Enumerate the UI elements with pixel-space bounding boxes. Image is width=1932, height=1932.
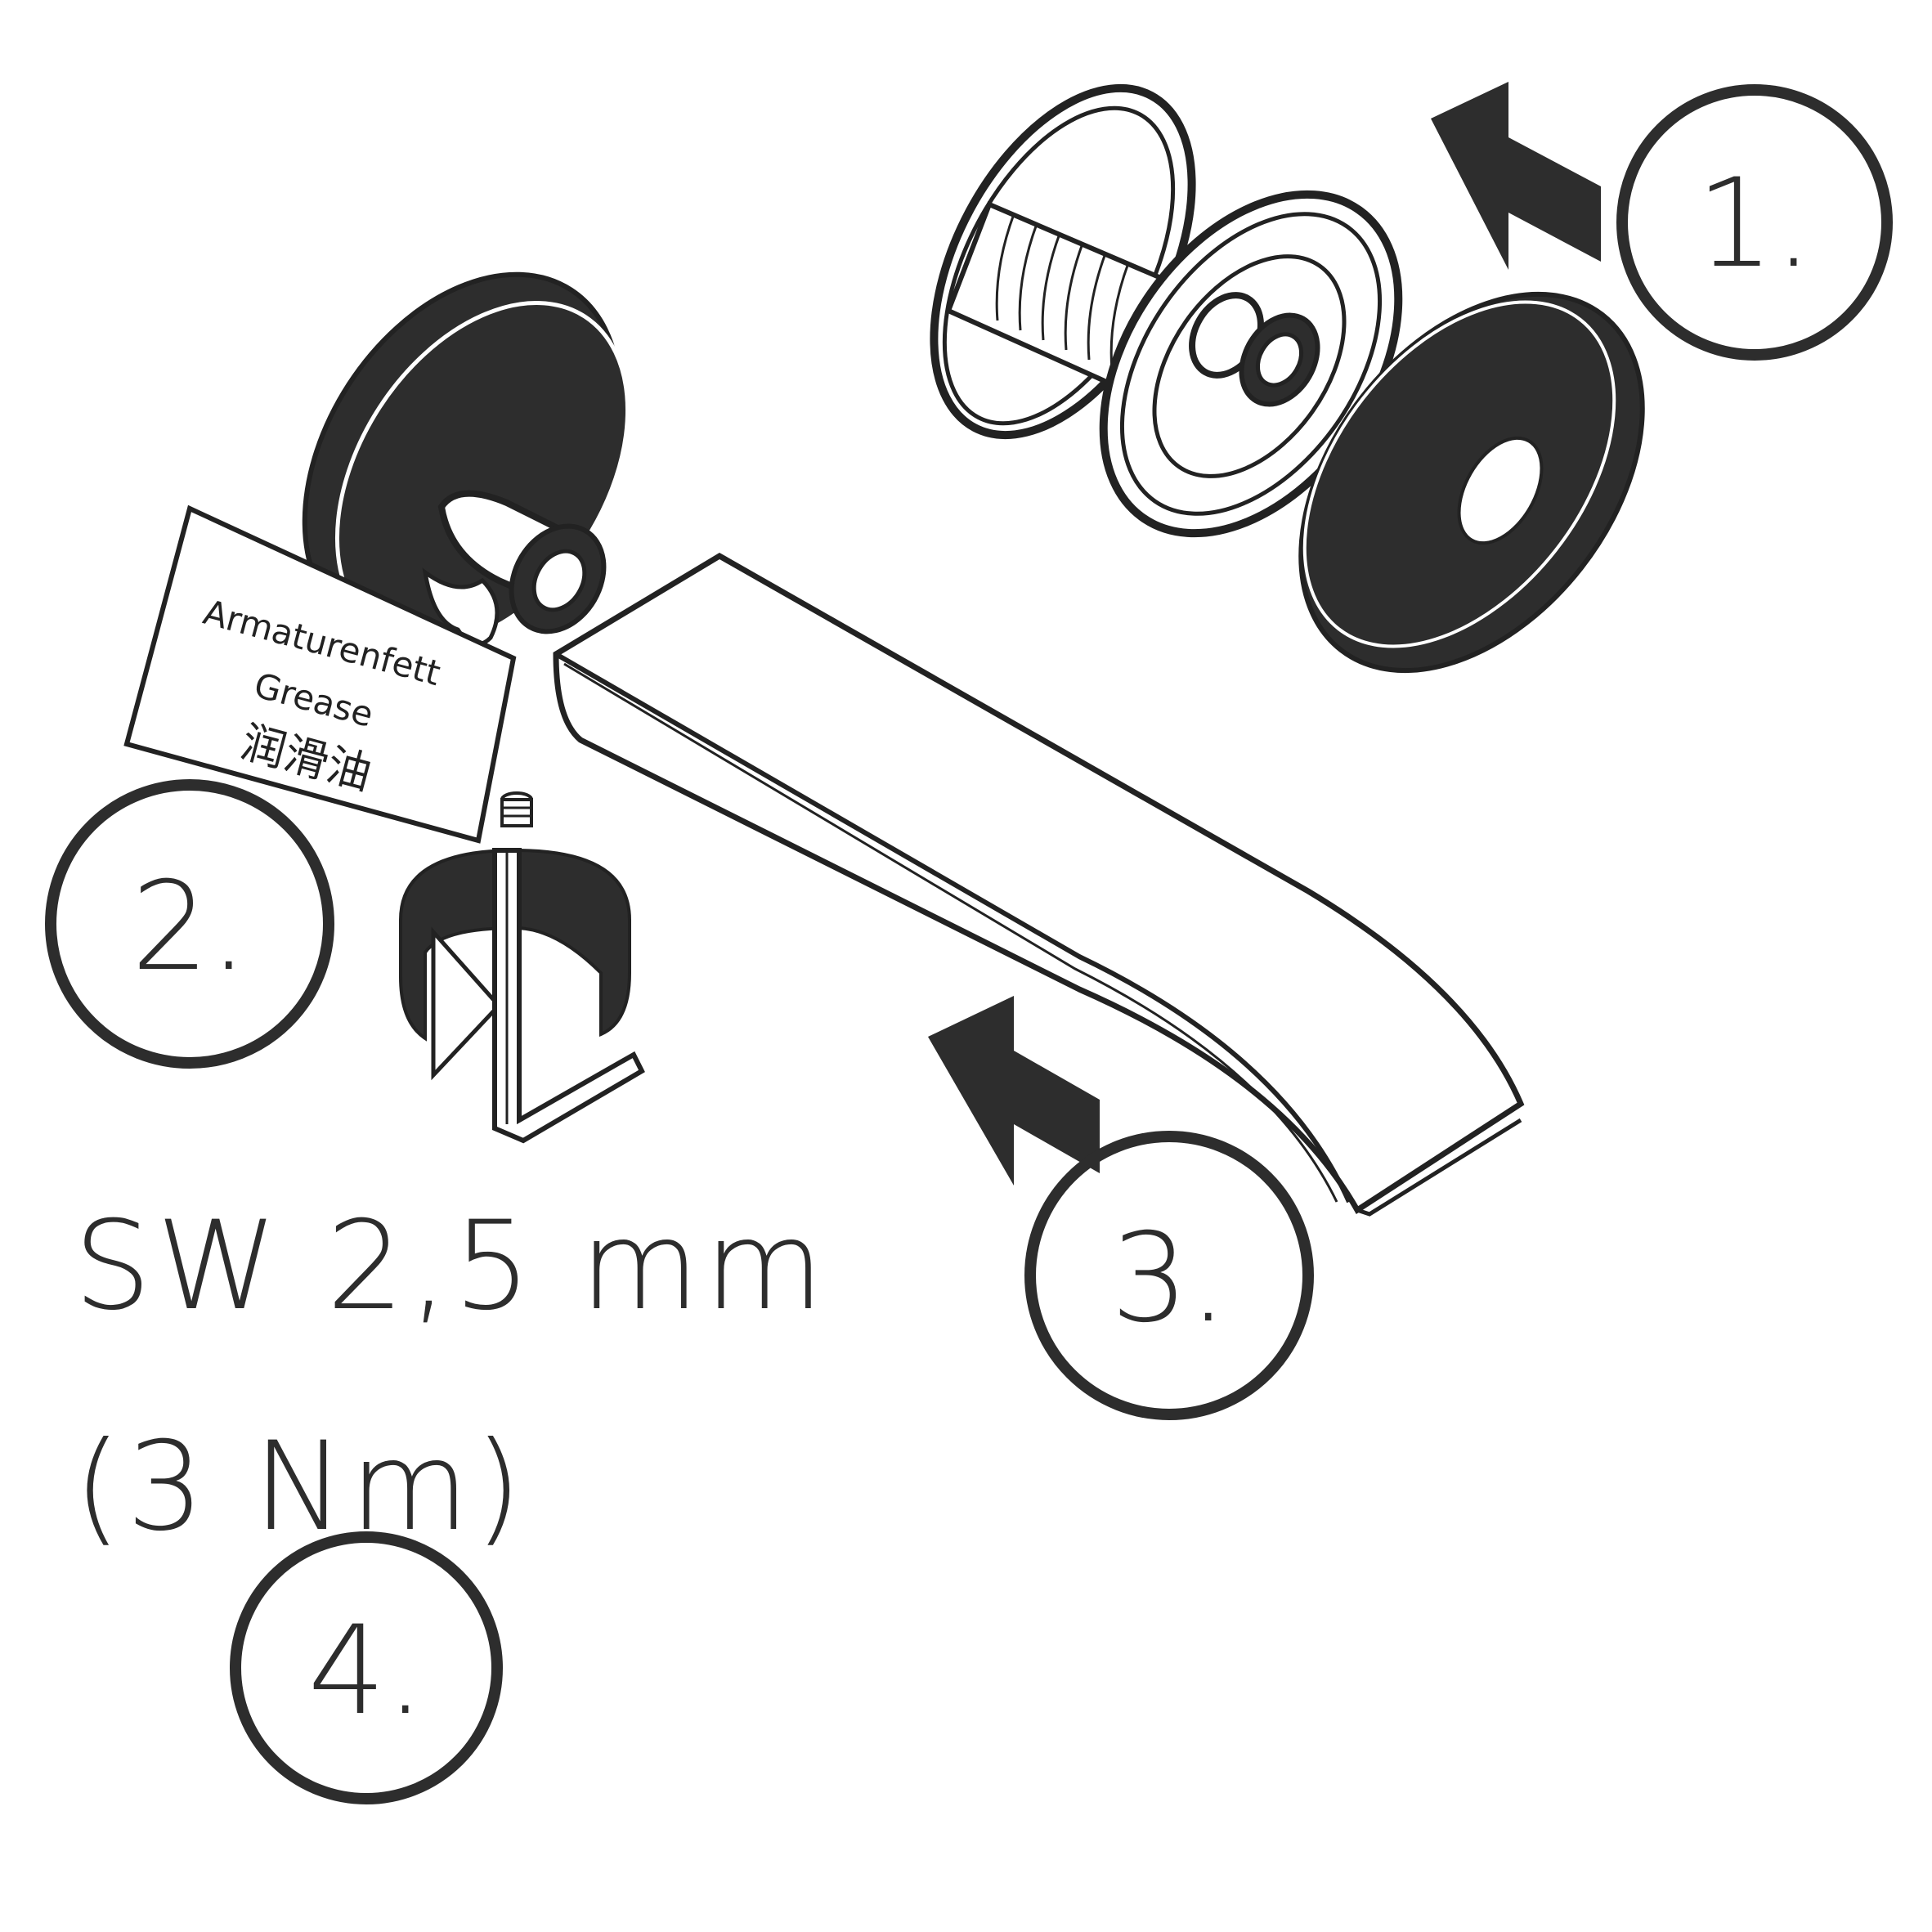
spout-connector-nipple — [1189, 292, 1320, 407]
step-4-number: 4. — [307, 1600, 424, 1742]
step-2-number: 2. — [131, 856, 248, 998]
hex-key-size: SW 2,5 mm — [74, 1195, 829, 1338]
bath-spout — [553, 552, 1525, 1217]
step-3-number: 3. — [1110, 1208, 1227, 1350]
tightening-torque: (3 Nm) — [74, 1416, 527, 1558]
step-1-badge: 1. — [1616, 84, 1893, 361]
torque-text: (3 Nm) — [74, 1416, 527, 1558]
hex-key-icon — [492, 848, 645, 1144]
step-3-badge: 3. — [1024, 1131, 1314, 1420]
tool-size-text: SW 2,5 mm — [74, 1195, 829, 1338]
arrow-step-3 — [928, 996, 1100, 1186]
step-1-number: 1. — [1696, 153, 1813, 295]
wall-rosette-cover — [1298, 291, 1645, 674]
wall-connector-nipple — [422, 490, 607, 647]
step-2-badge: 2. — [45, 779, 334, 1069]
grease-label-card: Armaturenfett Grease 润滑油 — [123, 504, 517, 844]
step-4-badge: 4. — [230, 1531, 503, 1804]
arrow-step-1 — [1431, 82, 1601, 270]
grub-screw — [500, 791, 533, 827]
